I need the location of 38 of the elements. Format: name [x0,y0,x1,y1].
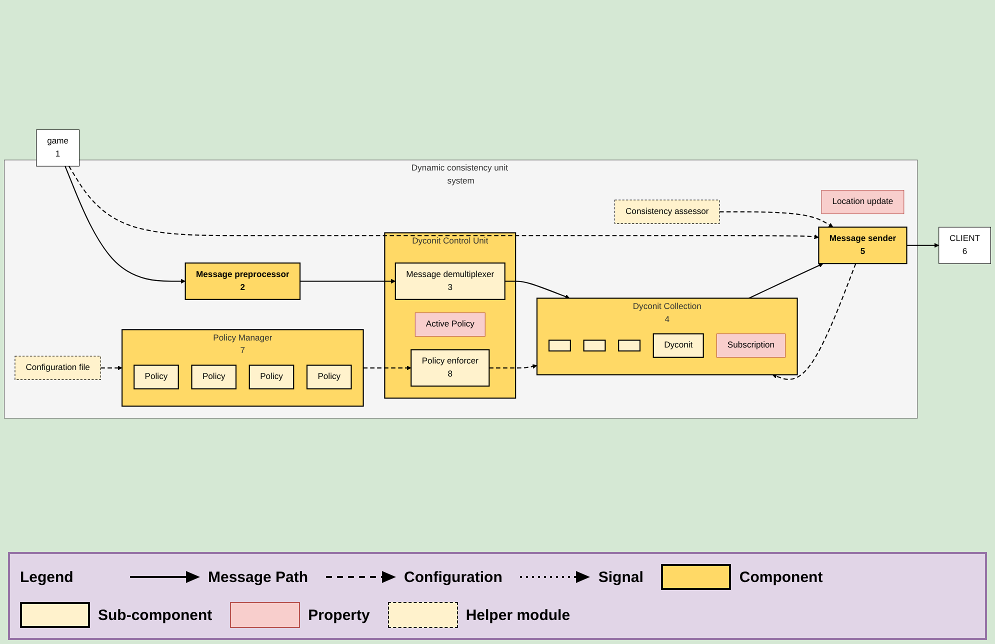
node-box: Active Policy [414,312,486,337]
arrow [300,278,396,284]
node-box: Policy [248,364,294,390]
node-box: Subscription [716,334,786,358]
node-box: Consistency assessor [614,200,720,224]
legend-text: Property [308,606,370,624]
node-box [548,340,571,352]
node-box: Policy enforcer 8 [410,349,490,387]
legend-text: Helper module [466,606,570,624]
legend-text: Signal [598,568,644,586]
legend-text: Component [739,568,823,586]
arrow [68,166,819,240]
arrow [100,366,122,370]
arrow [772,263,856,380]
legend-text: Message Path [208,568,308,586]
node-box: Policy [191,364,237,390]
arrow [504,280,570,299]
legend-text: Sub-component [98,606,212,624]
node-box: Policy [306,364,352,390]
arrow [489,364,538,369]
node-box: Location update [821,190,904,214]
arrow [748,263,824,299]
arrow [719,211,834,228]
arrow [363,366,412,370]
legend-text: Configuration [404,568,502,586]
node-box: Message preprocessor 2 [184,262,301,300]
node-box: Message sender 5 [818,226,908,264]
legend-title: Legend [20,568,74,586]
node-box: Policy [134,364,179,390]
node-box: game 1 [36,130,80,166]
node-box: Message demultiplexer 3 [394,262,506,300]
arrow [906,243,940,248]
node-box [583,340,606,352]
node-box: Configuration file [14,356,101,380]
arrow [64,166,186,284]
node-box [618,340,641,352]
node-box: Dyconit [652,333,704,358]
node-box: CLIENT 6 [938,226,991,264]
